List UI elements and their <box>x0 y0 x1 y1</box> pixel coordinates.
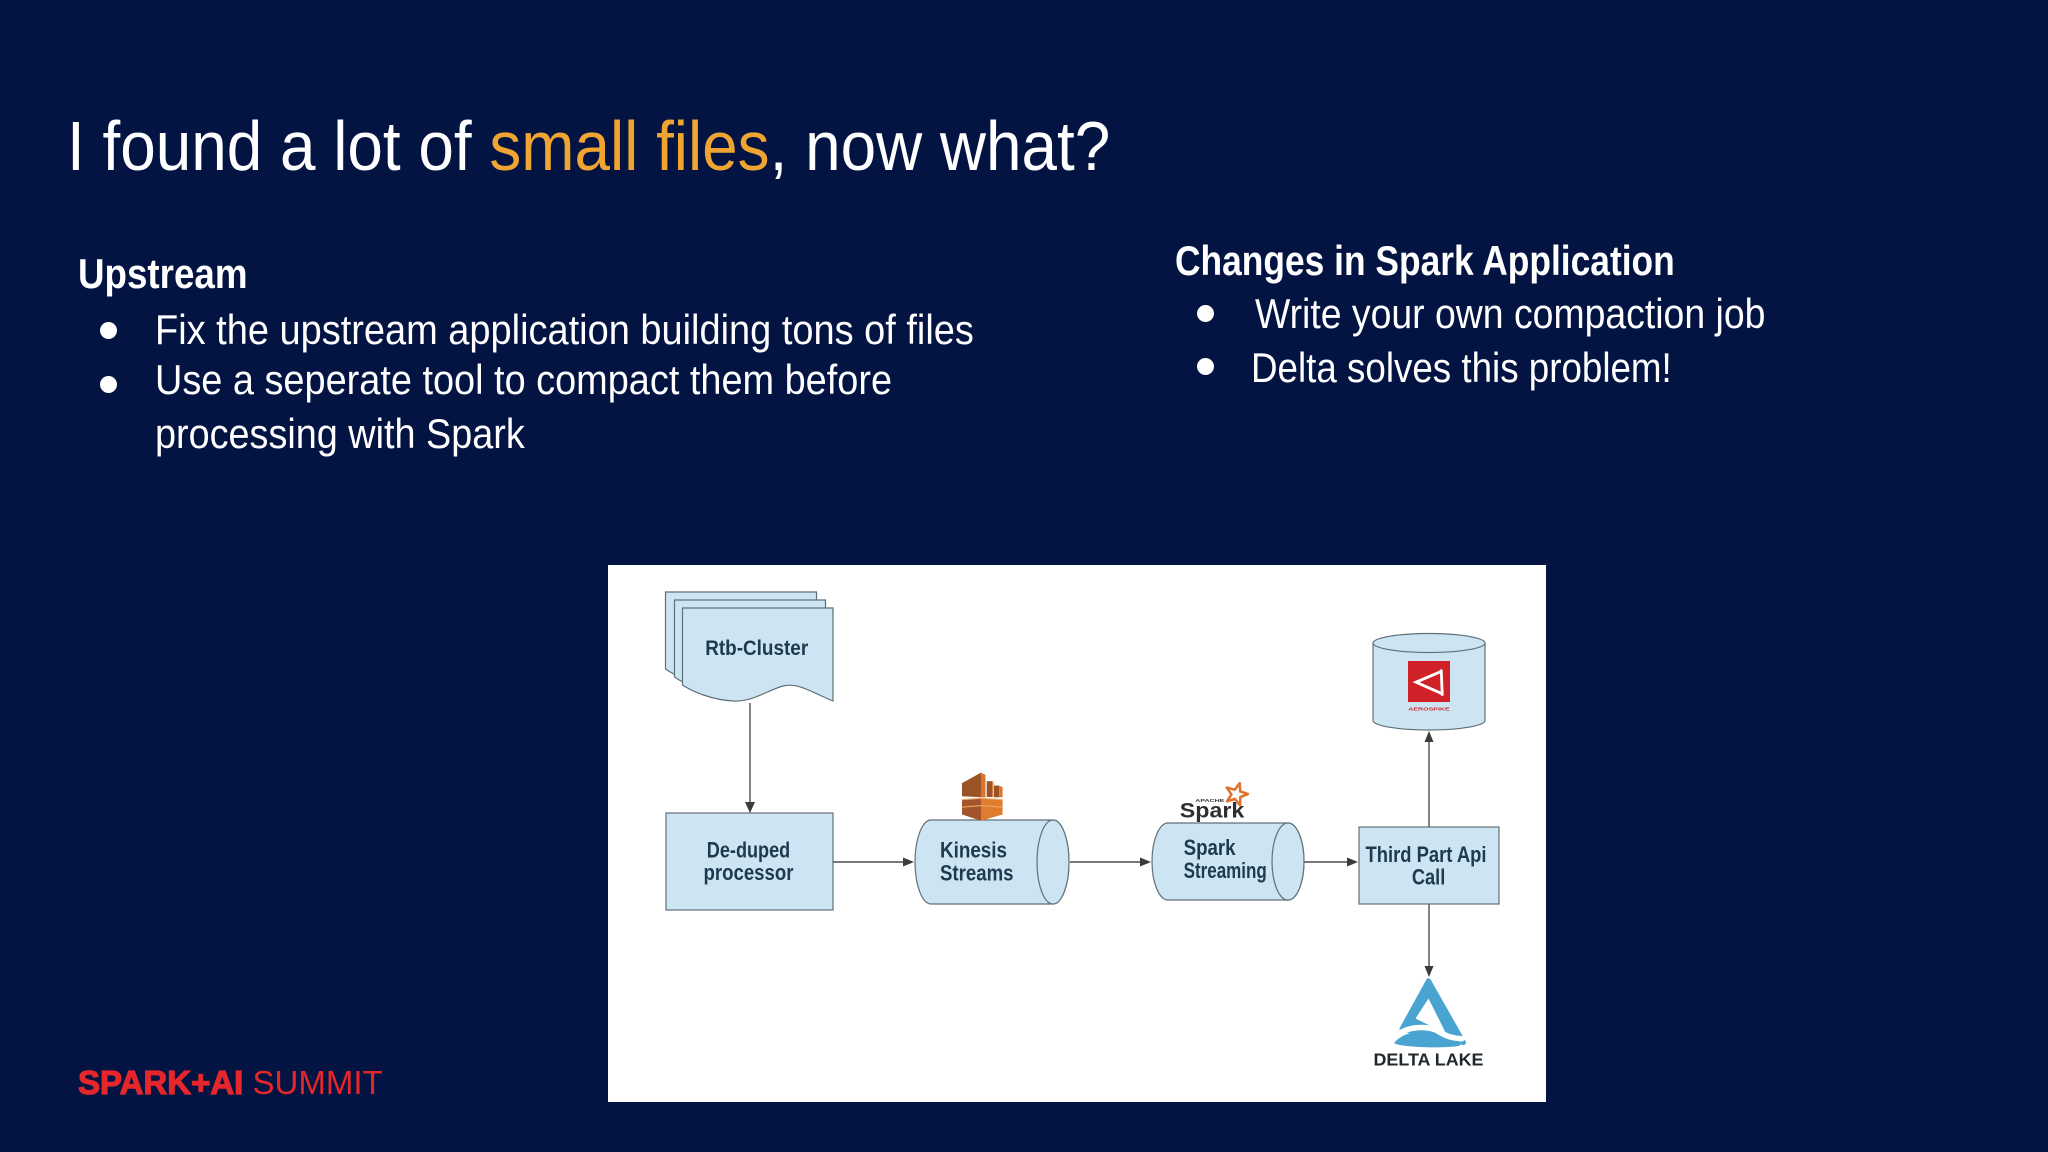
svg-text:Streams: Streams <box>940 860 1014 885</box>
svg-text:De-duped: De-duped <box>707 838 790 863</box>
svg-text:Spark: Spark <box>1180 800 1245 823</box>
svg-text:Spark: Spark <box>1184 835 1237 860</box>
svg-text:processor: processor <box>704 860 794 885</box>
svg-text:AEROSPIKE: AEROSPIKE <box>1408 706 1451 712</box>
svg-text:Call: Call <box>1412 864 1445 889</box>
svg-text:APACHE: APACHE <box>1195 798 1224 803</box>
svg-text:DELTA LAKE: DELTA LAKE <box>1374 1050 1484 1070</box>
svg-text:Streaming: Streaming <box>1184 858 1267 883</box>
svg-text:Third Part Api: Third Part Api <box>1366 842 1487 867</box>
svg-text:Rtb-Cluster: Rtb-Cluster <box>705 637 808 660</box>
svg-text:Kinesis: Kinesis <box>940 837 1007 862</box>
